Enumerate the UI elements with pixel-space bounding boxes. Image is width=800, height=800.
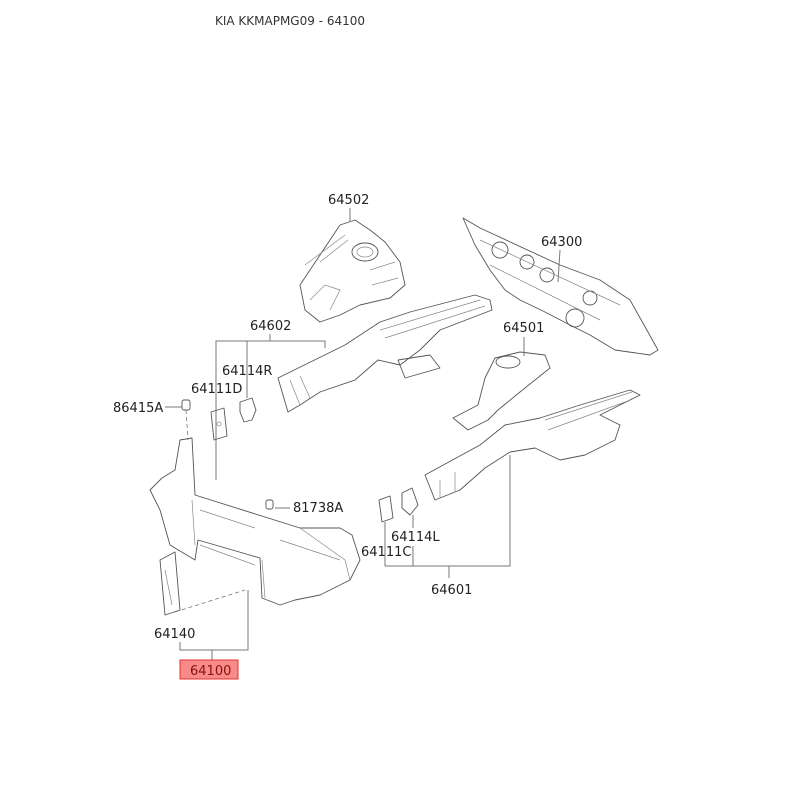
label-64601[interactable]: 64601 xyxy=(431,583,472,598)
label-64111C[interactable]: 64111C xyxy=(361,545,411,560)
part-64602-drawing[interactable] xyxy=(277,294,493,413)
part-64502-drawing[interactable] xyxy=(299,219,406,323)
leader-64602-bracket xyxy=(215,340,326,480)
diagram-title: KIA KKMAPMG09 - 64100 xyxy=(214,14,366,28)
part-64501-drawing[interactable] xyxy=(452,351,551,431)
leader-86415A-dash xyxy=(185,409,189,441)
part-86415A-drawing[interactable] xyxy=(181,399,191,411)
leader-64601-bracket xyxy=(385,455,511,567)
label-64114L[interactable]: 64114L xyxy=(391,530,440,545)
leader-64100-bracket xyxy=(179,590,249,651)
label-64501[interactable]: 64501 xyxy=(503,321,544,336)
leader-64140-dash xyxy=(174,589,246,613)
label-64502[interactable]: 64502 xyxy=(328,193,369,208)
label-86415A[interactable]: 86415A xyxy=(113,401,163,416)
label-64111D[interactable]: 64111D xyxy=(191,382,242,397)
label-81738A[interactable]: 81738A xyxy=(293,501,343,516)
label-64300[interactable]: 64300 xyxy=(541,235,582,250)
part-64111C-drawing[interactable] xyxy=(378,495,394,523)
part-64300-drawing[interactable] xyxy=(462,217,659,356)
label-64114R[interactable]: 64114R xyxy=(222,364,272,379)
label-64140[interactable]: 64140 xyxy=(154,627,195,642)
part-64114L-drawing[interactable] xyxy=(401,487,419,516)
label-64602[interactable]: 64602 xyxy=(250,319,291,334)
selected-part-64100[interactable]: 64100 xyxy=(179,659,239,680)
part-64100-drawing[interactable] xyxy=(149,437,361,606)
part-64114R-drawing[interactable] xyxy=(239,397,257,423)
part-64140-drawing[interactable] xyxy=(159,551,181,616)
leader-64300 xyxy=(557,249,561,283)
part-64601-drawing[interactable] xyxy=(424,389,641,501)
part-64111D-drawing[interactable] xyxy=(210,407,228,441)
label-64100[interactable]: 64100 xyxy=(190,664,231,679)
